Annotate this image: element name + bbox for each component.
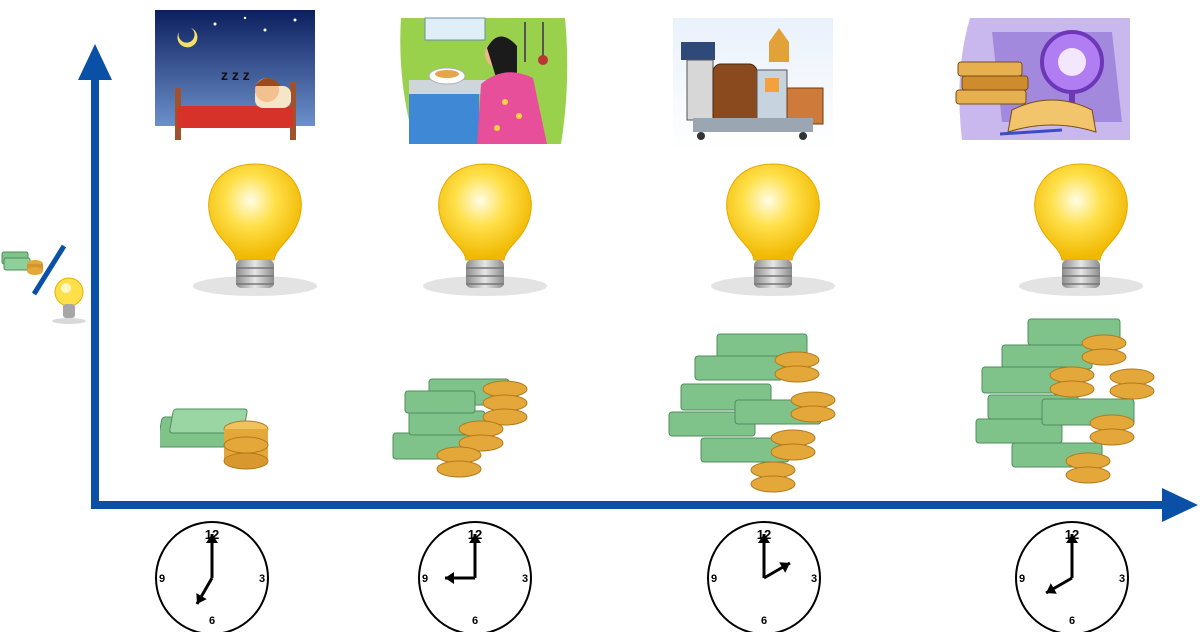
scene-factory	[673, 18, 833, 150]
clock-label-3: 3	[1119, 573, 1125, 585]
minute-hand-tip	[469, 534, 481, 543]
y-axis-arrowhead	[78, 44, 112, 80]
clock-label-6: 6	[472, 615, 478, 627]
minute-hand-tip	[206, 534, 218, 543]
clock-4: 12 3 6 9	[1010, 520, 1134, 632]
light-bulb-icon	[52, 277, 86, 324]
clock-hands	[758, 534, 791, 580]
clock-label-6: 6	[209, 615, 215, 627]
hour-hand-tip	[779, 562, 790, 573]
money-icon	[160, 408, 269, 470]
light-bulb-3	[708, 160, 838, 300]
clock-1: 12 3 6 9	[150, 520, 274, 632]
x-axis-arrowhead	[1162, 488, 1198, 522]
hour-hand-tip	[445, 572, 454, 584]
clock-label-9: 9	[1019, 573, 1025, 585]
svg-text:z z z: z z z	[221, 67, 250, 83]
clock-label-9: 9	[711, 573, 717, 585]
money-pile-3	[665, 330, 845, 495]
sleeping-person-icon: z z z	[155, 10, 315, 148]
y-axis-legend	[0, 240, 90, 330]
clock-label-6: 6	[761, 615, 767, 627]
clock-label-9: 9	[422, 573, 428, 585]
scene-sleeping: z z z	[155, 10, 315, 148]
money-icon	[1, 251, 43, 275]
money-pile-2	[385, 355, 535, 480]
clock-hands	[195, 534, 218, 605]
light-bulb-icon	[423, 163, 547, 296]
scene-cooking	[395, 12, 575, 148]
divider-slash-icon	[31, 244, 67, 296]
clock-label-3: 3	[811, 573, 817, 585]
research-books-icon	[955, 18, 1130, 140]
minute-hand-tip	[758, 534, 770, 543]
hour-hand-tip	[1046, 583, 1057, 594]
money-icon	[668, 333, 836, 493]
light-bulb-4	[1016, 160, 1146, 300]
money-pile-1	[160, 395, 280, 475]
clock-label-9: 9	[159, 573, 165, 585]
minute-hand-tip	[1066, 534, 1078, 543]
cooking-person-icon	[400, 17, 568, 144]
factory-machinery-icon	[673, 18, 833, 150]
light-bulb-icon	[193, 163, 317, 296]
clock-3: 12 3 6 9	[702, 520, 826, 632]
hour-hand-tip	[196, 593, 207, 604]
light-bulb-1	[190, 160, 320, 300]
light-bulb-icon	[1019, 163, 1143, 296]
money-icon	[392, 378, 528, 478]
clock-2: 12 3 6 9	[413, 520, 537, 632]
light-bulb-2	[420, 160, 550, 300]
money-icon	[975, 318, 1155, 484]
money-pile-4	[972, 315, 1164, 497]
clock-label-3: 3	[259, 573, 265, 585]
scene-research	[952, 12, 1138, 144]
clock-hands	[445, 534, 481, 584]
clock-hands	[1045, 534, 1078, 595]
clock-label-6: 6	[1069, 615, 1075, 627]
light-bulb-icon	[711, 163, 835, 296]
clock-label-3: 3	[522, 573, 528, 585]
